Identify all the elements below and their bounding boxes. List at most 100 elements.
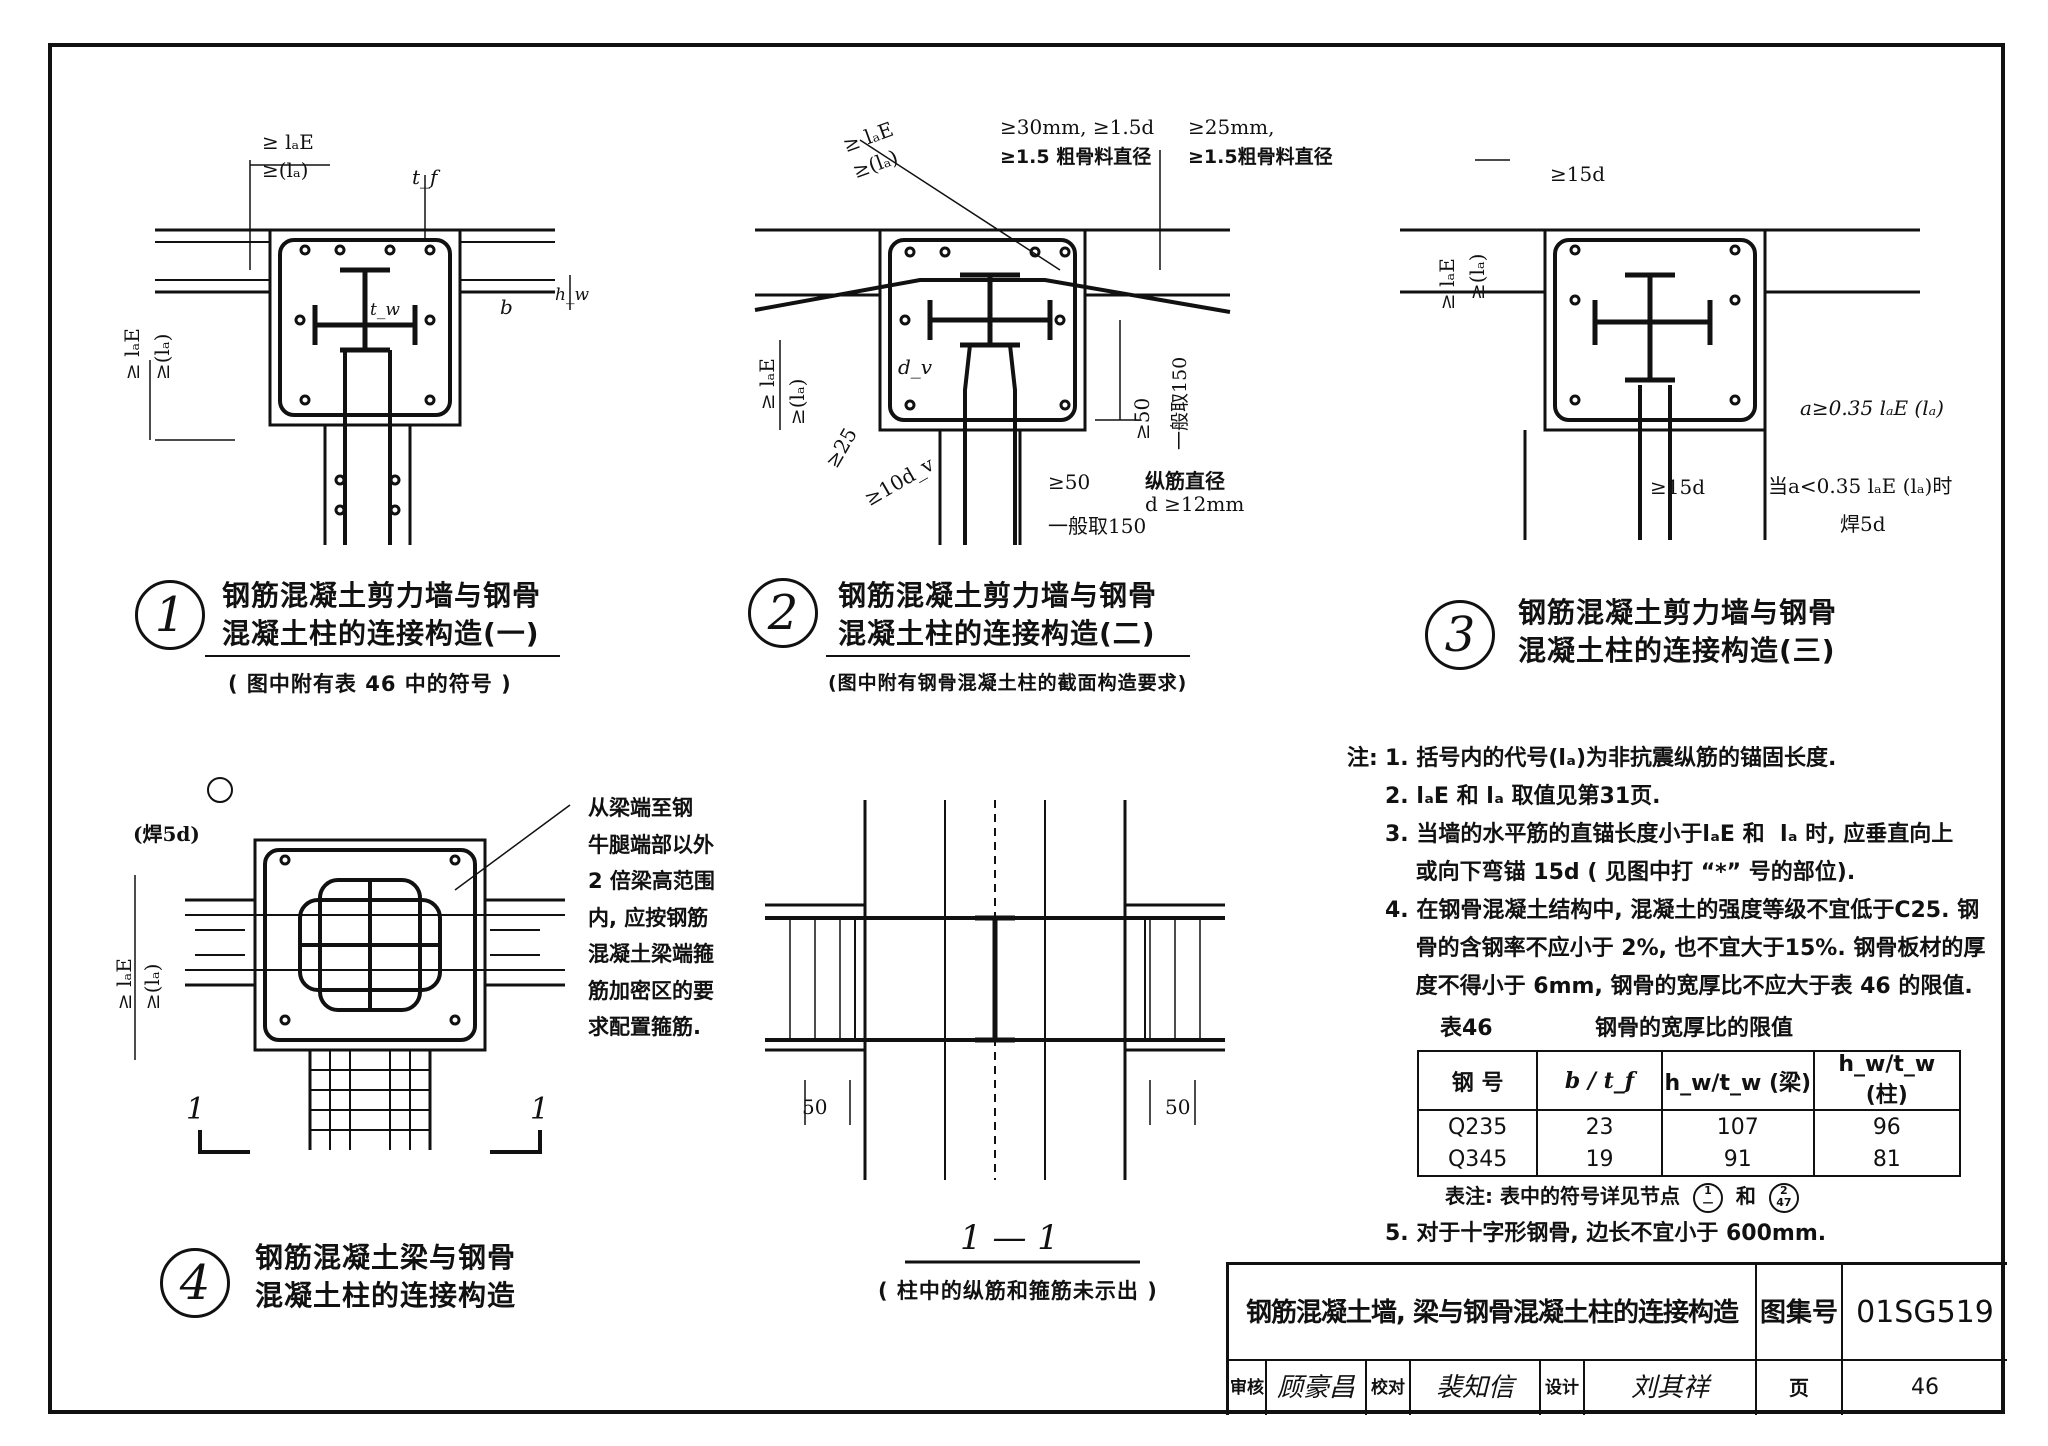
d4-callout-line: 内, 应按钢筋: [588, 905, 709, 930]
d1-label-tw: t_w: [370, 300, 400, 320]
detail-1-drawing: [149, 160, 571, 545]
d2-bar-dia-a: 纵筋直径: [1145, 469, 1225, 493]
table-caption-label: 表46: [1440, 1016, 1493, 1041]
check-label-cell: 校对: [1367, 1361, 1411, 1415]
detail-1-subtitle: ( 图中附有表 46 中的符号 ): [228, 672, 512, 696]
detail-4-title-line1: 钢筋混凝土梁与钢骨: [255, 1241, 517, 1274]
d2-label-laE-v: ≥ lₐE: [755, 358, 779, 410]
atlas-label: 图集号: [1759, 1298, 1838, 1328]
d1-label-laE: ≥ lₐE: [262, 130, 314, 154]
detail-2-number: 2: [748, 578, 818, 648]
table-ref-node-1: 1—: [1692, 1182, 1723, 1213]
d2-label-gen150-bottom: 一般取150: [1048, 514, 1147, 538]
design-label-cell: 设计: [1541, 1361, 1585, 1415]
section-title: 1 — 1: [960, 1218, 1059, 1258]
d1-label-hw: h_w: [555, 285, 589, 305]
check-signature: 裴知信: [1435, 1373, 1514, 1403]
note-item: 3. 当墙的水平筋的直锚长度小于lₐE 和 lₐ 时, 应垂直向上: [1385, 822, 1954, 847]
d2-bar-dia-b: d ≥12mm: [1145, 492, 1245, 516]
d4-label-weld: (焊5d): [133, 822, 200, 846]
table-cell: 81: [1812, 1143, 1962, 1177]
table-cell: Q235: [1416, 1110, 1539, 1143]
section-subtitle: ( 柱中的纵筋和箍筋未示出 ): [878, 1279, 1158, 1303]
d4-label-laE-v: ≥ lₐE: [112, 958, 136, 1010]
detail-1-number: 1: [135, 580, 205, 650]
detail-2-title-line1: 钢筋混凝土剪力墙与钢骨: [838, 579, 1158, 612]
detail-1-title-line1: 钢筋混凝土剪力墙与钢骨: [222, 579, 542, 612]
table-header-row: 钢 号 b / t_f h_w/t_w (梁) h_w/t_w (柱): [1416, 1050, 1962, 1111]
table-ref1-top: 1: [1704, 1183, 1712, 1197]
detail-2-subtitle: (图中附有钢骨混凝土柱的截面构造要求): [828, 672, 1188, 694]
table-caption-title: 钢骨的宽厚比的限值: [1595, 1016, 1794, 1041]
d2-label-ge50-bottom: ≥50: [1048, 470, 1091, 494]
d3-label-laE-v: ≥ lₐE: [1435, 258, 1459, 310]
d2-label-ge50-right: ≥50: [1130, 397, 1154, 440]
width-thickness-table: 钢 号 b / t_f h_w/t_w (梁) h_w/t_w (柱) Q235…: [1416, 1050, 1962, 1177]
d2-label-gen150-right: 一般取150: [1169, 356, 1191, 450]
check-sig-cell: 裴知信: [1411, 1361, 1541, 1415]
atlas-label-cell: 图集号: [1757, 1265, 1843, 1361]
detail-4-drawing: [134, 777, 571, 1154]
d3-label-bottom15d: ≥15d: [1650, 475, 1706, 499]
section-1-1-drawing: [765, 800, 1225, 1180]
detail-4-number: 4: [160, 1248, 230, 1318]
table-ref2-top: 2: [1780, 1183, 1788, 1197]
d1-label-b: b: [500, 295, 513, 319]
note-item: 度不得小于 6mm, 钢骨的宽厚比不应大于表 46 的限值.: [1385, 974, 1973, 999]
detail-3-title-line2: 混凝土柱的连接构造(三): [1518, 634, 1836, 667]
design-signature: 刘其祥: [1630, 1373, 1709, 1403]
detail-1-title-line2: 混凝土柱的连接构造(一): [222, 617, 540, 650]
d4-callout-line: 从梁端至钢: [588, 796, 693, 820]
detail-3-drawing: [1400, 159, 1920, 540]
page-number-cell: 46: [1843, 1361, 2007, 1415]
d1-label-la-v: ≥(lₐ): [150, 333, 174, 380]
sheet-border: [48, 43, 2005, 1414]
d3-label-a-rule: a≥0.35 lₐE (lₐ): [1800, 396, 1944, 420]
d2-label-dv: d_v: [898, 355, 933, 379]
review-label-cell: 审核: [1229, 1361, 1267, 1415]
table-header-cell: 钢 号: [1416, 1050, 1539, 1111]
atlas-number-cell: 01SG519: [1843, 1265, 2007, 1361]
d3-label-la-v: ≥(lₐ): [1465, 253, 1489, 300]
title-block-title: 钢筋混凝土墙, 梁与钢骨混凝土柱的连接构造: [1246, 1298, 1739, 1328]
d4-callout-line: 2 倍梁高范围: [588, 869, 715, 893]
section-dim-left: 50: [802, 1095, 828, 1119]
table-header-cell: b / t_f: [1536, 1050, 1663, 1111]
note-item: 4. 在钢骨混凝土结构中, 混凝土的强度等级不宜低于C25. 钢: [1385, 898, 1980, 923]
d2-spacing1-b: ≥1.5 粗骨料直径: [1000, 146, 1152, 168]
note-item: 2. lₐE 和 lₐ 取值见第31页.: [1385, 784, 1661, 809]
table-ref1-bottom: —: [1702, 1195, 1714, 1209]
d3-label-top15d: ≥15d: [1550, 162, 1606, 186]
table-header-cell: h_w/t_w (梁): [1660, 1050, 1815, 1111]
notes-prefix: 注:: [1347, 746, 1378, 771]
table-row: Q235 23 107 96: [1416, 1110, 1962, 1143]
d2-spacing2-a: ≥25mm,: [1188, 115, 1275, 139]
page-label: 页: [1789, 1376, 1809, 1400]
d3-label-weld: 焊5d: [1840, 512, 1886, 536]
d3-label-when: 当a<0.35 lₐE (lₐ)时: [1768, 474, 1953, 498]
note-item: 1. 括号内的代号(lₐ)为非抗震纵筋的锚固长度.: [1385, 746, 1837, 771]
d2-label-la-v: ≥(lₐ): [785, 378, 809, 425]
table-cell: 91: [1660, 1143, 1815, 1177]
table-cell: 107: [1660, 1110, 1815, 1143]
d4-cut-left: 1: [186, 1092, 206, 1127]
table-cell: 23: [1536, 1110, 1663, 1143]
d4-callout: 从梁端至钢 牛腿端部以外 2 倍梁高范围 内, 应按钢筋 混凝土梁端箍 筋加密区…: [588, 790, 715, 1046]
d4-callout-line: 混凝土梁端箍: [588, 942, 714, 966]
review-label: 审核: [1230, 1378, 1264, 1398]
table-ref-and: 和: [1735, 1184, 1756, 1208]
design-label: 设计: [1545, 1378, 1579, 1398]
note-item: 或向下弯锚 15d ( 见图中打 “*” 号的部位).: [1385, 860, 1856, 885]
review-sig-cell: 顾豪昌: [1267, 1361, 1367, 1415]
notes-list: 1. 括号内的代号(lₐ)为非抗震纵筋的锚固长度. 2. lₐE 和 lₐ 取值…: [1385, 740, 1985, 1006]
detail-2-drawing: [754, 139, 1231, 545]
table-cell: 96: [1812, 1110, 1962, 1143]
d1-label-la: ≥(lₐ): [262, 158, 309, 182]
check-label: 校对: [1371, 1378, 1405, 1398]
note-item-5: 5. 对于十字形钢骨, 边长不宜小于 600mm.: [1385, 1221, 1827, 1246]
detail-3-number: 3: [1425, 600, 1495, 670]
d4-callout-line: 筋加密区的要: [588, 978, 714, 1003]
